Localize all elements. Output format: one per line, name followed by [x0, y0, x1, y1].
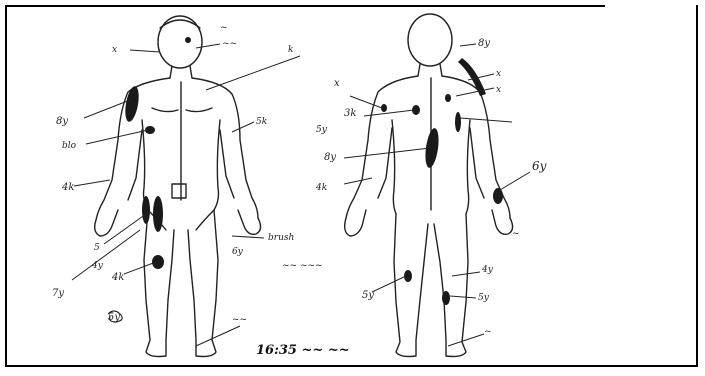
annot-calf-back-left: 4y: [481, 265, 494, 275]
annot-hip: 4k: [315, 183, 327, 193]
bruise-thigh-right-2: [153, 196, 163, 232]
annot-wrist-back: 6y: [532, 159, 547, 173]
annot-calf: 6y: [232, 247, 244, 257]
annot-toes: ~~: [232, 315, 247, 325]
annot-foot-right: 7y: [52, 288, 64, 299]
annot-hand-back: ~: [512, 229, 520, 239]
signature: 16:35 ~~ ~~: [256, 343, 350, 358]
bruise-back-right: [455, 112, 461, 132]
front-body-figure: [95, 16, 261, 357]
bruise-knee-right: [152, 255, 164, 269]
annot-back-left: x: [334, 78, 340, 89]
annot-heel: ~: [484, 327, 492, 337]
annot-neck: ~~: [222, 39, 237, 49]
annot-knee-right: 4k: [111, 272, 124, 283]
annot-shoulder-left: 8y: [478, 38, 490, 49]
annot-elbow: 5y: [316, 125, 328, 135]
annot-arm-left: 5k: [256, 117, 267, 127]
bruise-back-right-2: [445, 94, 451, 102]
annot-wrist-right: 4k: [61, 182, 74, 193]
front-annotations: x ~ ~~ k 8y blo 5k 4k 5 4k 4y 7y 6y brus…: [52, 23, 323, 325]
annot-thigh-back: 5y: [362, 290, 374, 301]
annot-back-right: x: [496, 69, 501, 79]
annotation-pointers: [72, 44, 530, 346]
annot-thigh-right: 5: [94, 243, 100, 253]
annot-calf-back-right: 5y: [478, 293, 490, 303]
annot-face-right: x: [112, 45, 117, 55]
back-body-figure: [345, 14, 513, 357]
annot-shin-right: 4y: [91, 261, 104, 271]
annot-arm-right: blo: [62, 141, 77, 151]
bruise-upper-arm-right: [123, 85, 141, 123]
annot-back-right-2: x: [496, 85, 501, 95]
annot-thigh-left: brush: [268, 233, 294, 243]
annot-forehead: ~: [220, 23, 228, 33]
annot-upper-arm-right: 8y: [56, 116, 68, 127]
annot-chest: k: [288, 45, 293, 55]
bruise-calf-right: [442, 291, 450, 305]
annot-center-note: ~~ ~~~: [282, 261, 323, 271]
bruise-thigh-right-1: [142, 196, 150, 224]
annot-back-left-2: 3k: [344, 108, 356, 119]
bruise-wrist-back: [493, 188, 503, 204]
bruise-face: [185, 37, 191, 43]
annot-mid-back: 8y: [324, 152, 336, 163]
